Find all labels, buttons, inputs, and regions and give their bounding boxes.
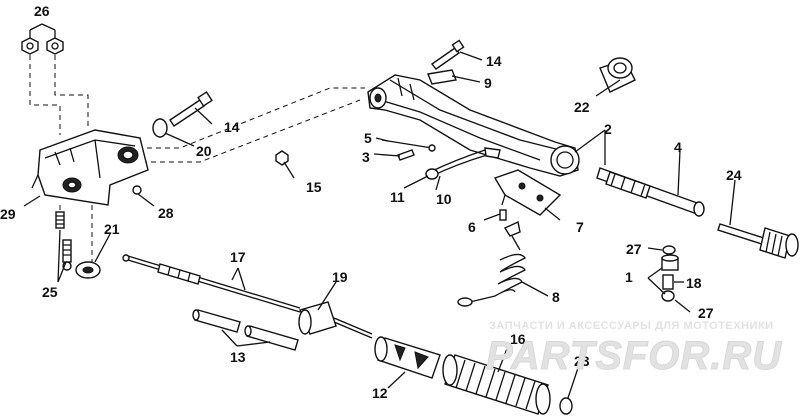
callout-26: 26: [34, 3, 50, 19]
callout-12: 12: [372, 385, 388, 401]
part-9-plate: [427, 69, 457, 85]
part-12-grip-core: [374, 336, 441, 379]
part-15-nut: [275, 150, 289, 166]
part-10-wire: [425, 147, 501, 180]
leader-lines: [23, 23, 736, 399]
part-17-cable: [122, 254, 301, 313]
part-26-nuts: [21, 37, 64, 55]
callout-27-bottom: 27: [698, 305, 714, 321]
part-27-top: [662, 245, 676, 255]
callout-28: 28: [158, 205, 174, 221]
callout-27-top: 27: [626, 241, 642, 257]
part-29-bracket: [31, 129, 149, 206]
callout-18: 18: [686, 275, 702, 291]
callout-7: 7: [576, 219, 584, 235]
callout-14-left: 14: [224, 119, 240, 135]
part-5-pin: [381, 139, 436, 152]
part-24-shaft: [717, 223, 799, 259]
part-22-cap: [599, 57, 636, 93]
part-19-housing: [298, 301, 373, 339]
callout-22: 22: [574, 99, 590, 115]
dashed-guide-lines: [29, 55, 365, 265]
callout-1: 1: [625, 269, 633, 285]
part-1-fitting: [661, 254, 679, 271]
part-16-grip: [442, 354, 551, 415]
callout-9: 9: [484, 75, 492, 91]
part-23-cap: [559, 397, 573, 415]
callout-13: 13: [230, 349, 246, 365]
watermark-subtitle: ЗАПЧАСТИ И АКСЕССУАРЫ ДЛЯ МОТОТЕХНИКИ: [489, 320, 774, 332]
callout-25: 25: [42, 284, 58, 300]
part-4-tube: [596, 167, 705, 217]
part-13-tubes: [192, 309, 299, 351]
callout-15: 15: [306, 179, 322, 195]
callout-3: 3: [362, 149, 370, 165]
part-7-bracket: [493, 169, 562, 216]
callout-5: 5: [364, 130, 372, 146]
part-21-nut: [75, 261, 101, 279]
callout-11: 11: [390, 189, 405, 205]
callout-23: 23: [574, 353, 590, 369]
part-28-fitting: [132, 185, 142, 195]
callout-4: 4: [674, 139, 682, 155]
callout-19: 19: [332, 269, 348, 285]
callout-14-right: 14: [486, 53, 502, 69]
part-14-bolt-right: [430, 39, 465, 70]
part-3-pin: [397, 149, 415, 161]
part-8-lanyard: [457, 220, 526, 307]
callout-17: 17: [230, 249, 246, 265]
callout-29: 29: [0, 206, 16, 222]
part-6-screw: [499, 209, 507, 221]
callout-labels: 26 14 9 22 14 2 5 3 20 4 15 24 11 10 29 …: [0, 3, 742, 401]
callout-21: 21: [104, 221, 120, 237]
callout-24: 24: [726, 167, 742, 183]
part-25-bolts: [55, 211, 72, 271]
callout-2: 2: [604, 121, 612, 137]
callout-8: 8: [552, 289, 560, 305]
part-18-fitting: [662, 274, 674, 290]
callout-16: 16: [510, 331, 526, 347]
callout-10: 10: [436, 191, 452, 207]
part-14-bolt-left: [169, 91, 213, 127]
part-20-washer: [152, 118, 168, 138]
callout-6: 6: [468, 219, 476, 235]
watermark-logo: PARTSFOR.RU: [485, 334, 783, 379]
callout-20: 20: [196, 143, 212, 159]
tiller-arm: [367, 74, 580, 177]
